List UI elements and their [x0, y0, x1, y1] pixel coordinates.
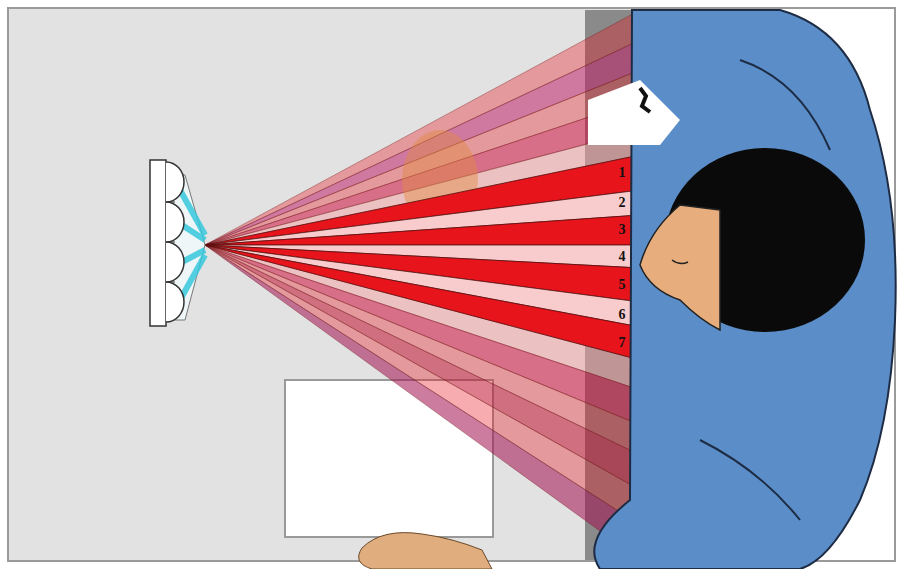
callout-number: 2: [619, 195, 626, 211]
numbered-light-bands: [205, 155, 640, 360]
callout-number: 5: [619, 277, 626, 293]
callout-number: 1: [619, 165, 626, 181]
hand: [359, 533, 492, 569]
callout-number: 3: [619, 222, 626, 238]
projector: [150, 160, 205, 326]
outer-light-rays: [205, 10, 640, 560]
callout-number: 4: [619, 249, 626, 265]
callout-number: 7: [619, 335, 626, 351]
callout-number: 6: [619, 307, 626, 323]
person: [588, 10, 896, 569]
